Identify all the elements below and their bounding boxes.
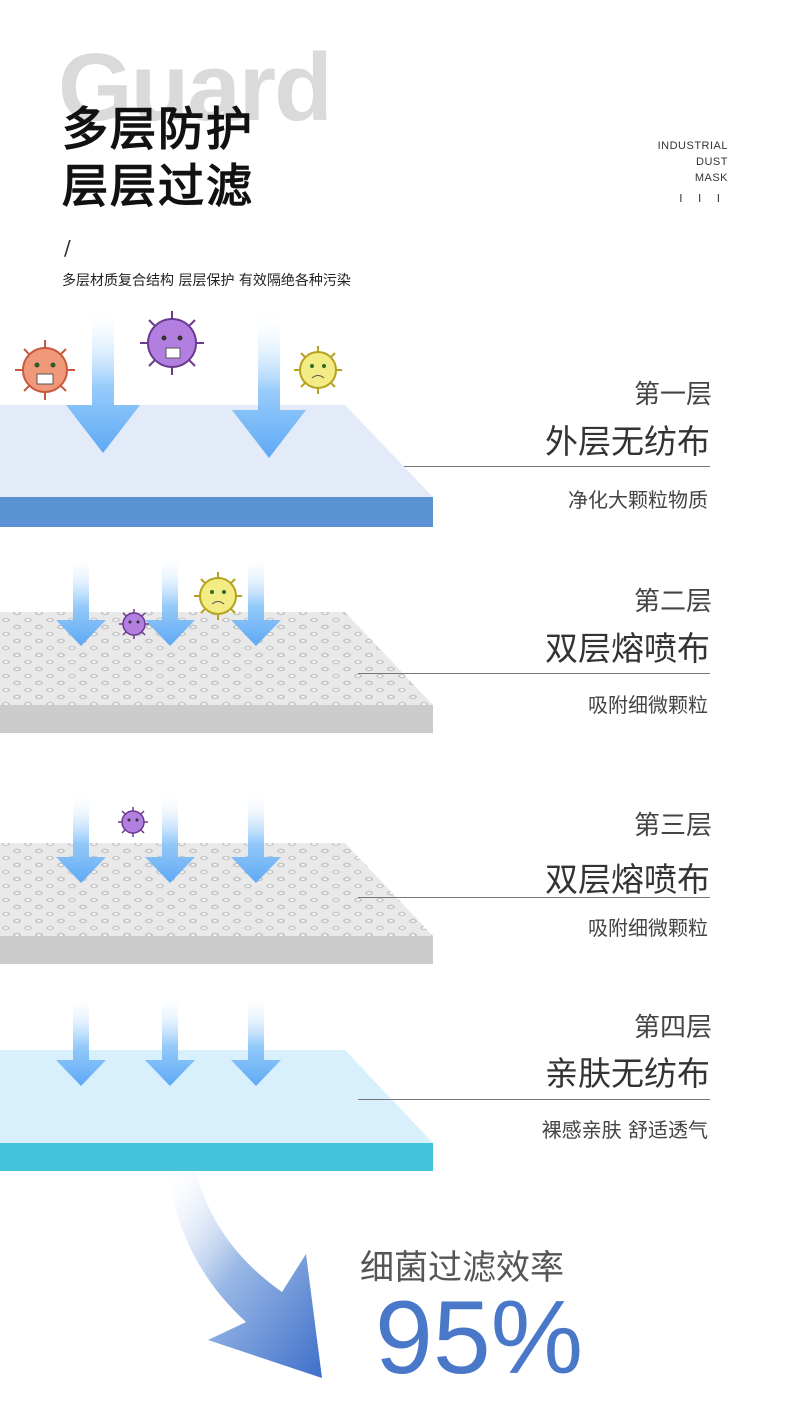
brand-line-1: INDUSTRIAL: [657, 140, 728, 152]
down-arrow-icon: [56, 555, 106, 646]
layer-4-sheet: [0, 1050, 433, 1171]
layer-1-desc: 净化大颗粒物质: [568, 488, 708, 512]
layer-3-sheet: [0, 843, 433, 964]
down-arrow-icon: [56, 792, 106, 883]
layer-2-number: 第二层: [633, 587, 712, 617]
down-arrow-icon: [231, 792, 281, 883]
layer-2-desc: 吸附细微颗粒: [588, 693, 708, 717]
brand-line-3: MASK: [694, 172, 728, 184]
layer-4-desc: 裸感亲肤 舒适透气: [541, 1118, 708, 1142]
layer-4-divider: [358, 1099, 710, 1100]
layer-1-number: 第一层: [633, 380, 712, 410]
down-arrow-icon: [66, 305, 140, 453]
virus-icon: [140, 311, 204, 375]
virus-icon: [119, 609, 149, 639]
slash-decoration: /: [64, 236, 71, 260]
down-arrow-icon: [145, 792, 195, 883]
layer-4-number: 第四层: [633, 1013, 712, 1043]
layer-3-desc: 吸附细微颗粒: [588, 916, 708, 940]
brand-ticks: I I I: [679, 192, 726, 205]
layer-3-name: 双层熔喷布: [545, 860, 710, 899]
layer-4-arrows: [56, 995, 281, 1086]
virus-icon: [194, 572, 242, 620]
layer-2-arrows: [56, 555, 281, 646]
layer-3-divider: [358, 897, 710, 898]
virus-icon: [118, 807, 148, 837]
layer-1-sheet: [0, 405, 433, 527]
brand-line-2: DUST: [696, 156, 728, 168]
efficiency-label: 细菌过滤效率: [360, 1248, 564, 1288]
down-arrow-icon: [56, 995, 106, 1086]
down-arrow-icon: [232, 310, 306, 458]
layer-1-divider: [404, 466, 710, 467]
down-arrow-icon: [145, 555, 195, 646]
virus-icon: [15, 340, 75, 400]
layer-4-name: 亲肤无纺布: [545, 1054, 710, 1093]
layer-1-arrows: [66, 305, 306, 458]
subtitle: 多层材质复合结构 层层保护 有效隔绝各种污染: [62, 273, 351, 289]
virus-icon: [294, 346, 342, 394]
layer-3-number: 第三层: [633, 811, 712, 841]
down-arrow-icon: [231, 555, 281, 646]
brand-block: INDUSTRIAL DUST MASK: [658, 138, 728, 186]
down-arrow-icon: [145, 995, 195, 1086]
background-word: Guard: [58, 34, 333, 141]
title-line-1: 多层防护: [62, 102, 254, 156]
layer-3-arrows: [56, 792, 281, 883]
efficiency-value: 95%: [375, 1280, 584, 1396]
curved-arrow-icon: [168, 1172, 322, 1378]
layer-2-sheet: [0, 612, 433, 733]
down-arrow-icon: [231, 995, 281, 1086]
layer-2-name: 双层熔喷布: [545, 629, 710, 668]
title-line-2: 层层过滤: [62, 159, 254, 213]
layer-2-divider: [358, 673, 710, 674]
layer-1-name: 外层无纺布: [545, 422, 710, 461]
